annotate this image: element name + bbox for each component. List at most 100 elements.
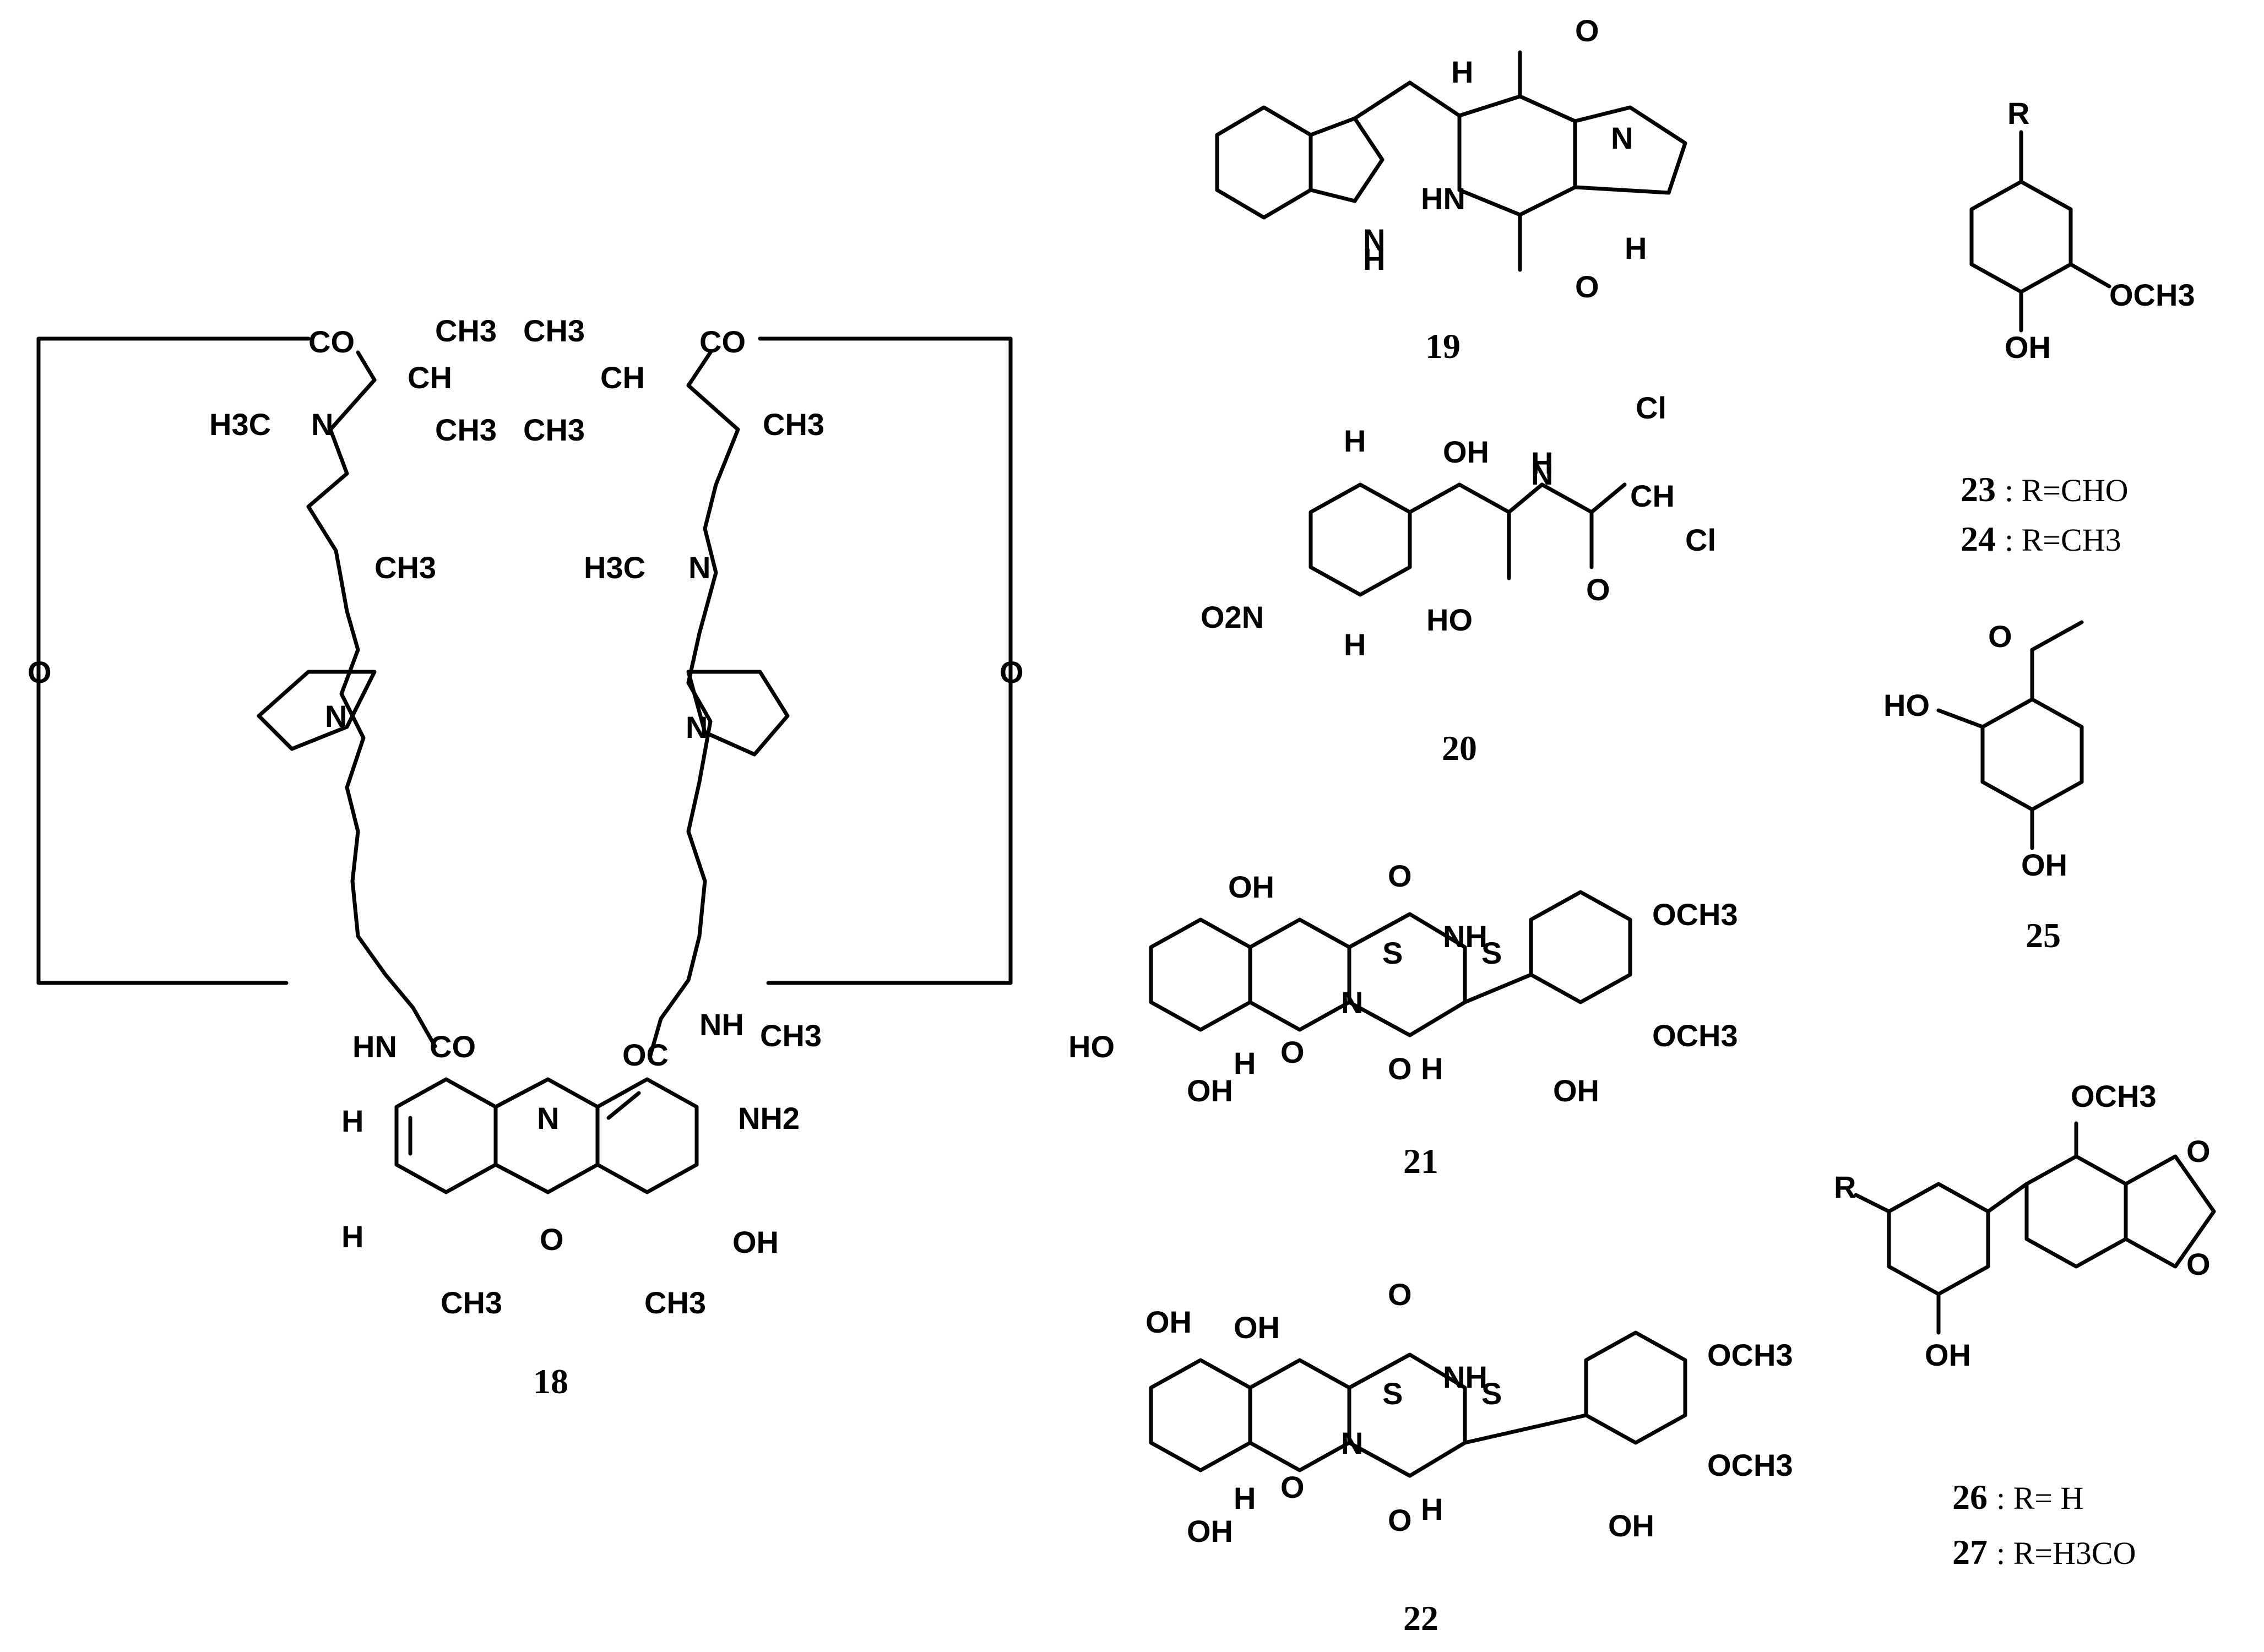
compound-number-23: 23: [1961, 470, 1996, 509]
c22-label: O: [1388, 1503, 1412, 1537]
c20-label: O: [1586, 572, 1610, 607]
compound-number-24: 24: [1961, 519, 1996, 558]
c19-label: N: [1363, 222, 1385, 257]
compound-number-20: 20: [1442, 729, 1477, 768]
c19-label: N: [1611, 121, 1633, 155]
c21-label: HO: [1068, 1029, 1115, 1064]
c18-label: CH3: [523, 412, 585, 447]
c21-label: OH: [1228, 870, 1274, 904]
pyrrolidine-right: [686, 670, 790, 757]
pyrrolidine-ring: [1573, 105, 1687, 195]
c18-label: CH: [408, 360, 452, 395]
compound-20-labels: H OH H Cl N CH Cl O2N HO O H 20: [1201, 390, 1716, 768]
c21-label: OH: [1553, 1073, 1599, 1108]
c22-label: O: [1280, 1470, 1305, 1504]
c22-label: OCH3: [1707, 1448, 1793, 1482]
c18-label: CH3: [435, 313, 497, 348]
chain-right: [648, 350, 740, 1059]
compound-25-labels: O HO OH 25: [1883, 619, 2067, 955]
c18-label: CH3: [435, 412, 497, 447]
compound-25: [1936, 620, 2084, 850]
c21-label: O: [1388, 858, 1412, 893]
c18-label: O: [540, 1222, 564, 1257]
c18-label: NH: [699, 1007, 744, 1042]
c21-label: S: [1481, 936, 1502, 970]
c18-label: N: [311, 407, 333, 442]
c22-label: OCH3: [1707, 1338, 1793, 1372]
c19-label: H: [1451, 55, 1473, 89]
compound-number-18: 18: [533, 1362, 568, 1401]
c25-label: OH: [2021, 847, 2067, 882]
c18-label: CH3: [374, 550, 436, 585]
c22-label: OH: [1187, 1514, 1233, 1548]
nitrophenyl-ring: [1309, 482, 1412, 597]
compound-27-r-group: : R=H3CO: [1996, 1535, 2136, 1571]
c20-label: N: [1531, 457, 1553, 491]
cyclohexene-ring: [1149, 1358, 1252, 1472]
resorcinol-ring: [1980, 697, 2084, 812]
compound-23-r-group: : R=CHO: [2005, 472, 2128, 508]
compound-number-22: 22: [1403, 1599, 1438, 1638]
c25-label: HO: [1883, 688, 1930, 722]
c18-label: HN: [352, 1029, 397, 1064]
c26-label: O: [2186, 1134, 2211, 1169]
compound-19-labels: H O N HN O H N H 19: [1363, 13, 1647, 366]
c18-ring-atom: O: [28, 655, 52, 689]
c23-label: R: [2007, 96, 2029, 131]
c21-label: OCH3: [1652, 897, 1738, 932]
compound-number-21: 21: [1403, 1142, 1438, 1181]
c19-label: O: [1575, 269, 1599, 304]
c21-label: OCH3: [1652, 1018, 1738, 1053]
compound-19: [1215, 50, 1687, 272]
c18-label: CO: [699, 324, 746, 359]
c22-label: N: [1341, 1426, 1363, 1460]
compound-18: [36, 336, 1013, 1194]
c18-label: H3C: [209, 407, 271, 442]
c18-label: CH3: [441, 1285, 502, 1320]
phenol-ring: [1969, 180, 2073, 294]
c21-label: O: [1388, 1051, 1412, 1086]
c20-label: H: [1344, 627, 1366, 662]
c20-label: O2N: [1201, 600, 1264, 634]
pyrrolidine-left: [257, 670, 377, 751]
c26-label: OH: [1925, 1338, 1971, 1372]
c21-label: H: [1421, 1051, 1443, 1086]
c18-label: CH3: [523, 313, 585, 348]
compound-18-labels: CO CH3 CH CH3 CH3 CH CH3 CO H3C N CH3 H3…: [28, 313, 1024, 1401]
c22-label: OH: [1145, 1305, 1192, 1339]
c22-label: O: [1388, 1277, 1412, 1312]
c21-label: S: [1382, 936, 1403, 970]
c20-label: OH: [1443, 434, 1489, 469]
c18-label: H3C: [584, 550, 645, 585]
c18-ring-atom: N: [686, 710, 708, 745]
c20-label: HO: [1426, 602, 1473, 637]
compound-21: [1149, 890, 1632, 1037]
c18-label: H: [341, 1104, 363, 1138]
c26-label: O: [2186, 1247, 2211, 1281]
compound-21-labels: OH O NH S S OCH3 HO OH H O N O H OCH3 OH…: [1068, 858, 1738, 1181]
c18-ring-atom: N: [325, 699, 347, 733]
compound-22: [1149, 1330, 1687, 1478]
c18-label: OH: [732, 1225, 779, 1259]
c21-label: N: [1341, 985, 1363, 1020]
compound-24-r-group: : R=CH3: [2005, 522, 2121, 558]
c21-label: H: [1234, 1046, 1256, 1080]
c18-label: N: [537, 1101, 559, 1135]
c26-label: R: [1834, 1170, 1856, 1204]
compound-20: [1309, 482, 1627, 597]
c18-label: N: [688, 550, 710, 585]
c19-label: H: [1363, 242, 1385, 276]
c19-label: HN: [1421, 181, 1465, 216]
c20-label: Cl: [1685, 523, 1716, 557]
c18-label: CH3: [644, 1285, 706, 1320]
c18-label: CO: [308, 324, 355, 359]
c18-label: CO: [430, 1029, 476, 1064]
c18-label: CH: [600, 360, 645, 395]
benzodioxole-ring: [2024, 1154, 2128, 1269]
frame-right: [758, 336, 1013, 985]
chain-left: [306, 350, 437, 1048]
c22-label: NH: [1443, 1360, 1487, 1394]
c22-label: H: [1421, 1492, 1443, 1526]
c21-label: O: [1280, 1035, 1305, 1069]
c18-label: CH3: [760, 1018, 822, 1053]
